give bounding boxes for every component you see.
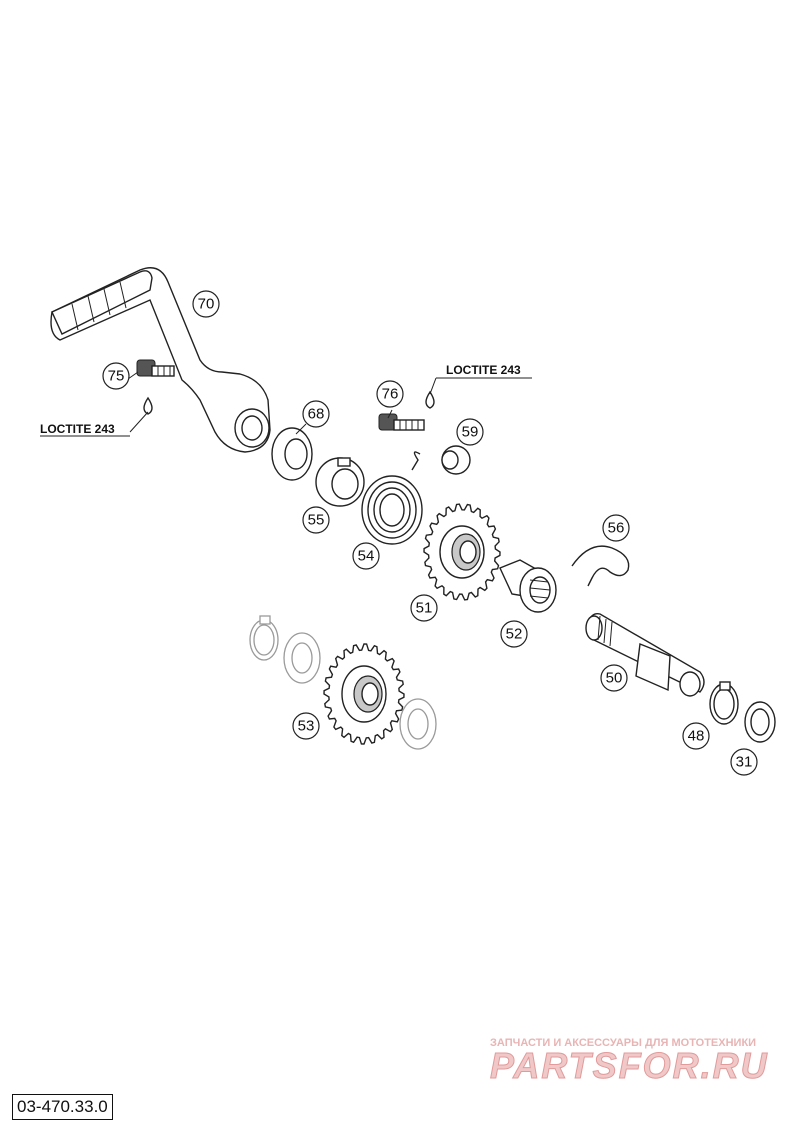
callout-75: 75	[102, 362, 130, 390]
callout-54: 54	[352, 542, 380, 570]
circlip-48	[709, 681, 739, 725]
loctite-drop-left	[143, 396, 153, 415]
callout-51: 51	[410, 594, 438, 622]
callout-75-label: 75	[108, 368, 125, 385]
callout-59-label: 59	[462, 424, 479, 441]
callout-76-label: 76	[382, 386, 399, 403]
callout-68: 68	[302, 400, 330, 428]
idler-gear-53	[323, 643, 405, 745]
callout-76: 76	[376, 380, 404, 408]
callout-59: 59	[456, 418, 484, 446]
watermark-tagline: ЗАПЧАСТИ И АКСЕССУАРЫ ДЛЯ МОТОТЕХНИКИ	[490, 1037, 756, 1049]
callout-68-label: 68	[308, 406, 325, 423]
callout-55-label: 55	[308, 512, 325, 529]
callout-50: 50	[600, 664, 628, 692]
kickstart-spring-54	[361, 451, 423, 545]
callout-51-label: 51	[416, 600, 433, 617]
watermark-logo: PARTSFOR.RU	[490, 1045, 769, 1086]
callout-48: 48	[682, 722, 710, 750]
washer-31	[744, 701, 776, 743]
oil-seal-68	[271, 427, 313, 481]
callout-48-label: 48	[688, 728, 705, 745]
callout-31: 31	[730, 748, 758, 776]
bushing-59	[441, 445, 471, 475]
callout-54-label: 54	[358, 548, 375, 565]
bolt-76	[378, 413, 425, 431]
callout-56-label: 56	[608, 520, 625, 537]
callout-52: 52	[500, 620, 528, 648]
callout-53-label: 53	[298, 718, 315, 735]
bushing-55	[315, 457, 365, 507]
leader-lines	[40, 371, 532, 437]
callout-70-label: 70	[198, 296, 215, 313]
loctite-note-right: LOCTITE 243	[446, 363, 521, 377]
callout-52-label: 52	[506, 626, 523, 643]
washer-gray-right	[399, 698, 437, 750]
callout-50-label: 50	[606, 670, 623, 687]
callout-70: 70	[192, 290, 220, 318]
ratchet-52	[499, 559, 557, 613]
loctite-note-left: LOCTITE 243	[40, 422, 115, 436]
callout-55: 55	[302, 506, 330, 534]
kick-lever	[50, 267, 271, 453]
spring-clip-56	[571, 545, 630, 587]
circlip-gray	[249, 615, 279, 661]
washer-gray-left	[283, 632, 321, 684]
callout-53: 53	[292, 712, 320, 740]
kickstart-shaft-50	[585, 612, 705, 697]
drawing-number: 03-470.33.0	[12, 1094, 113, 1120]
kickstart-gear-51	[423, 503, 501, 601]
bolt-75	[136, 359, 175, 377]
callout-56: 56	[602, 514, 630, 542]
callout-31-label: 31	[736, 754, 753, 771]
loctite-drop-right	[425, 390, 435, 409]
